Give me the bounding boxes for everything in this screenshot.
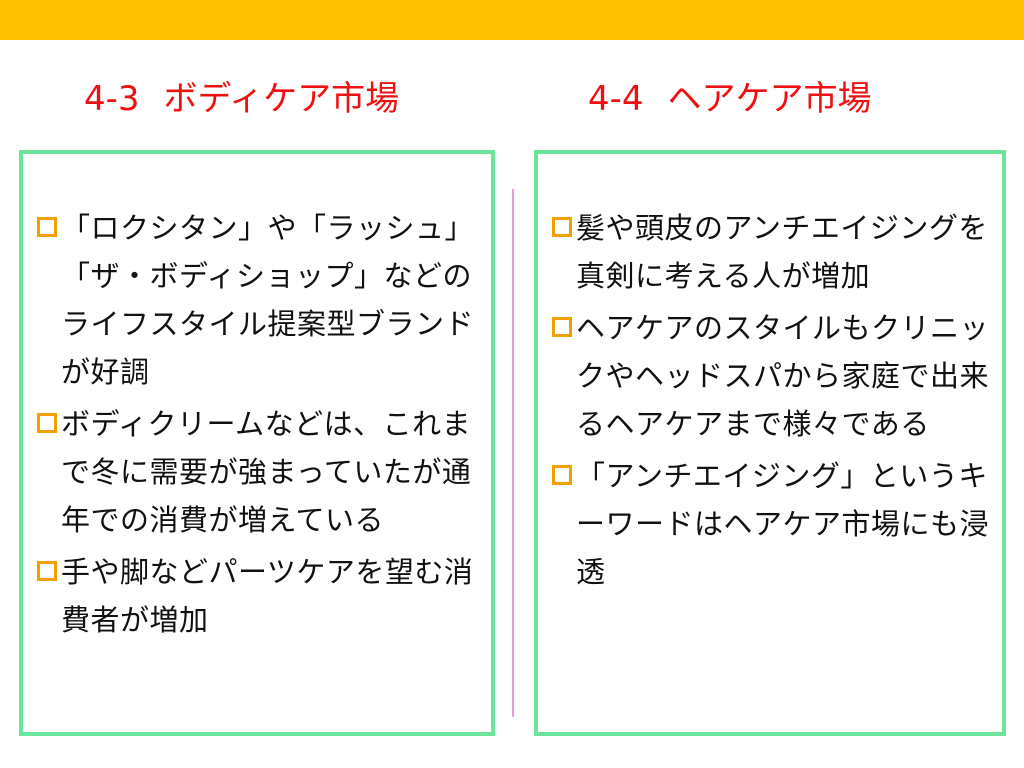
- hair-care-panel: 髪や頭皮のアンチエイジングを真剣に考える人が増加 ヘアケアのスタイルもクリニック…: [534, 150, 1006, 736]
- bullet-text: ヘアケアのスタイルもクリニックやヘッドスパから家庭で出来るヘアケアまで様々である: [576, 311, 990, 441]
- vertical-divider: [512, 189, 514, 717]
- hollow-square-bullet-icon: [552, 317, 572, 337]
- heading-body-care: 4-3 ボディケア市場: [84, 74, 399, 124]
- hollow-square-bullet-icon: [37, 413, 57, 433]
- bullet-text: 「アンチエイジング」というキーワードはヘアケア市場にも浸透: [576, 459, 990, 589]
- hair-care-bullet-list: 髪や頭皮のアンチエイジングを真剣に考える人が増加 ヘアケアのスタイルもクリニック…: [552, 204, 994, 600]
- list-item: ボディクリームなどは、これまで冬に需要が強まっていたが通年での消費が増えている: [37, 400, 483, 544]
- top-accent-bar: [0, 0, 1024, 40]
- section-title: ヘアケア市場: [667, 79, 872, 119]
- section-title: ボディケア市場: [163, 79, 400, 119]
- list-item: ヘアケアのスタイルもクリニックやヘッドスパから家庭で出来るヘアケアまで様々である: [552, 304, 994, 448]
- list-item: 手や脚などパーツケアを望む消費者が増加: [37, 548, 483, 644]
- list-item: 「アンチエイジング」というキーワードはヘアケア市場にも浸透: [552, 452, 994, 596]
- bullet-text: 髪や頭皮のアンチエイジングを真剣に考える人が増加: [576, 211, 988, 293]
- bullet-text: ボディクリームなどは、これまで冬に需要が強まっていたが通年での消費が増えている: [61, 407, 472, 537]
- hollow-square-bullet-icon: [37, 561, 57, 581]
- hollow-square-bullet-icon: [552, 465, 572, 485]
- section-number: 4-4: [588, 79, 644, 119]
- section-number: 4-3: [84, 79, 140, 119]
- hollow-square-bullet-icon: [552, 217, 572, 237]
- body-care-bullet-list: 「ロクシタン」や「ラッシュ」「ザ・ボディショップ」などのライフスタイル提案型ブラ…: [37, 204, 483, 648]
- bullet-text: 「ロクシタン」や「ラッシュ」「ザ・ボディショップ」などのライフスタイル提案型ブラ…: [61, 211, 475, 389]
- list-item: 髪や頭皮のアンチエイジングを真剣に考える人が増加: [552, 204, 994, 300]
- body-care-panel: 「ロクシタン」や「ラッシュ」「ザ・ボディショップ」などのライフスタイル提案型ブラ…: [19, 150, 495, 736]
- list-item: 「ロクシタン」や「ラッシュ」「ザ・ボディショップ」などのライフスタイル提案型ブラ…: [37, 204, 483, 396]
- heading-hair-care: 4-4 ヘアケア市場: [588, 74, 872, 124]
- hollow-square-bullet-icon: [37, 217, 57, 237]
- bullet-text: 手や脚などパーツケアを望む消費者が増加: [61, 555, 474, 637]
